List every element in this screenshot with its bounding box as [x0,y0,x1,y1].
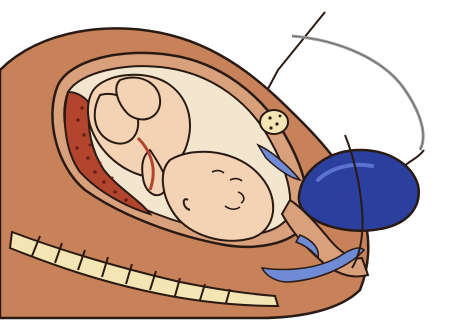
pubic-bone-icon [260,110,288,134]
drape-line [262,12,325,100]
